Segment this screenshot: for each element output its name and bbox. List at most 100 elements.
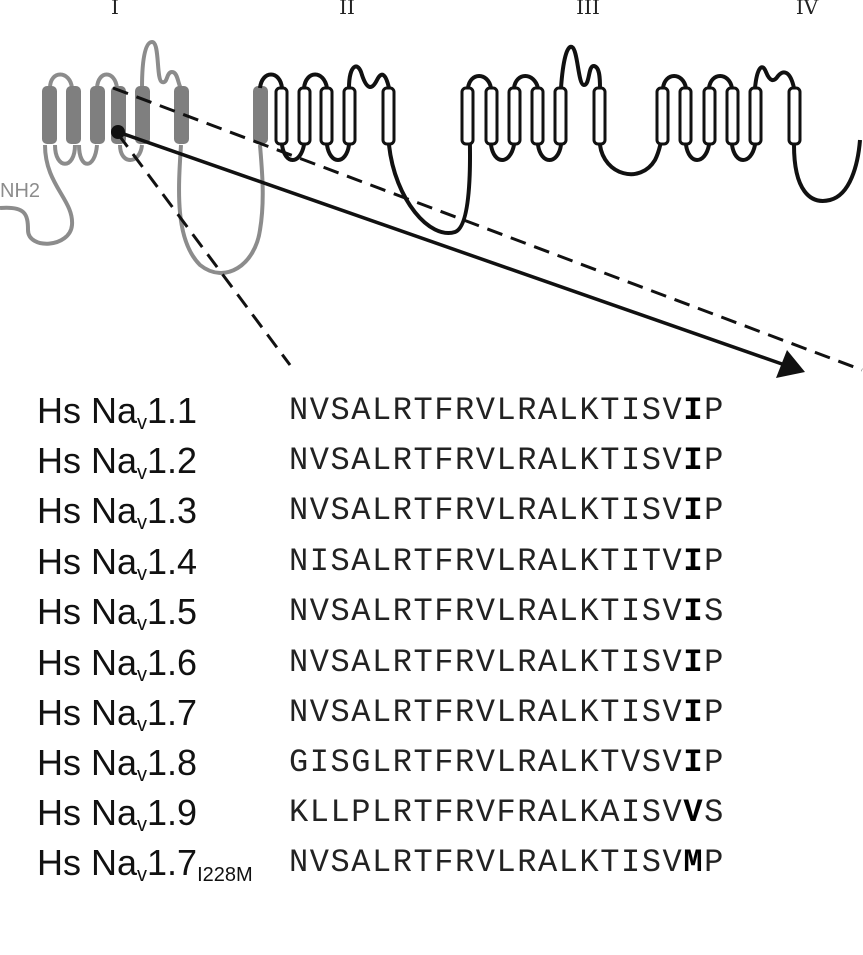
highlighted-residue: I [683, 593, 705, 630]
sequence: NVSALRTFRVLRALKTISVIS [289, 586, 725, 638]
species-label: Hs Nav1.7I228M [37, 837, 253, 901]
highlighted-residue: I [683, 492, 705, 529]
species-subscript: v [137, 563, 148, 585]
alignment-row: Hs Nav1.3 NVSALRTFRVLRALKTISVIP [0, 485, 863, 537]
mutation-site-arrow [111, 125, 805, 378]
species-label: Hs Nav1.1 [37, 385, 197, 449]
species-prefix: Hs Na [37, 390, 138, 431]
sequence-after: P [704, 644, 725, 681]
species-subscript: v [137, 764, 148, 786]
sequence-before: NVSALRTFRVLRALKTISV [289, 492, 684, 529]
species-subscript: v [137, 864, 148, 886]
highlighted-residue: I [683, 442, 705, 479]
domain-label-iii: III [576, 0, 600, 19]
species-prefix: Hs Na [37, 490, 138, 531]
species-prefix: Hs Na [37, 692, 138, 733]
species-prefix: Hs Na [37, 792, 138, 833]
sequence: NVSALRTFRVLRALKTISVIP [289, 637, 725, 689]
species-label: Hs Nav1.6 [37, 637, 197, 701]
sequence-after: P [704, 492, 725, 529]
species-subscript: v [137, 664, 148, 686]
species-label: Hs Nav1.7 [37, 687, 197, 751]
species-suffix: 1.7 [147, 692, 198, 733]
species-subscript: v [137, 613, 148, 635]
sequence-after: P [704, 694, 725, 731]
domain-i-helices [42, 86, 268, 144]
species-suffix: 1.4 [147, 541, 198, 582]
domain-label-i: I [111, 0, 119, 19]
sequence-after: P [704, 844, 725, 881]
sequence-after: P [704, 744, 725, 781]
species-subscript: v [137, 714, 148, 736]
species-prefix: Hs Na [37, 541, 138, 582]
alignment-row: Hs Nav1.5 NVSALRTFRVLRALKTISVIS [0, 586, 863, 638]
species-suffix: 1.9 [147, 792, 198, 833]
channel-topology-diagram: I II III IV NH2 [0, 0, 863, 378]
sequence-before: KLLPLRTFRVFRALKAISV [289, 794, 684, 831]
species-prefix: Hs Na [37, 842, 138, 883]
sequence-before: NVSALRTFRVLRALKTISV [289, 442, 684, 479]
sequence: NVSALRTFRVLRALKTISVIP [289, 687, 725, 739]
n-terminus-label: NH2 [0, 180, 40, 202]
species-label: Hs Nav1.5 [37, 586, 197, 650]
highlighted-residue: I [683, 543, 705, 580]
sequence: NVSALRTFRVLRALKTISVIP [289, 435, 725, 487]
domain-label-iv: IV [796, 0, 819, 19]
domain-label-ii: II [339, 0, 355, 19]
species-suffix: 1.6 [147, 642, 198, 683]
sequence-before: NVSALRTFRVLRALKTISV [289, 392, 684, 429]
species-subscript: v [137, 412, 148, 434]
highlighted-residue: V [683, 794, 705, 831]
highlighted-residue: M [683, 844, 705, 881]
sequence-before: GISGLRTFRVLRALKTVSV [289, 744, 684, 781]
sequence-after: S [704, 593, 725, 630]
sequence-after: P [704, 543, 725, 580]
species-subscript: v [137, 462, 148, 484]
species-label: Hs Nav1.4 [37, 536, 197, 600]
sequence-after: P [704, 392, 725, 429]
sequence: NISALRTFRVLRALKTITVIP [289, 536, 725, 588]
sequence: KLLPLRTFRVFRALKAISVVS [289, 787, 725, 839]
species-suffix: 1.5 [147, 591, 198, 632]
species-suffix: 1.8 [147, 742, 198, 783]
species-label: Hs Nav1.3 [37, 485, 197, 549]
alignment-row: Hs Nav1.7 NVSALRTFRVLRALKTISVIP [0, 687, 863, 739]
mutation-subscript: I228M [197, 864, 253, 886]
species-label: Hs Nav1.8 [37, 737, 197, 801]
highlighted-residue: I [683, 744, 705, 781]
domains-ii-iv [258, 44, 862, 236]
species-suffix: 1.7 [147, 842, 198, 883]
sequence-before: NVSALRTFRVLRALKTISV [289, 844, 684, 881]
sequence-before: NVSALRTFRVLRALKTISV [289, 593, 684, 630]
species-subscript: v [137, 512, 148, 534]
zoom-dashed-lines [112, 86, 863, 372]
alignment-row: Hs Nav1.6 NVSALRTFRVLRALKTISVIP [0, 637, 863, 689]
highlighted-residue: I [683, 644, 705, 681]
sequence-before: NVSALRTFRVLRALKTISV [289, 644, 684, 681]
species-suffix: 1.2 [147, 440, 198, 481]
highlighted-residue: I [683, 694, 705, 731]
species-prefix: Hs Na [37, 440, 138, 481]
alignment-row: Hs Nav1.9 KLLPLRTFRVFRALKAISVVS [0, 787, 863, 839]
species-prefix: Hs Na [37, 591, 138, 632]
sequence: NVSALRTFRVLRALKTISVMP [289, 837, 725, 889]
species-label: Hs Nav1.2 [37, 435, 197, 499]
sequence: GISGLRTFRVLRALKTVSVIP [289, 737, 725, 789]
sequence: NVSALRTFRVLRALKTISVIP [289, 485, 725, 537]
species-label: Hs Nav1.9 [37, 787, 197, 851]
domains-ii-iv-helices [274, 86, 802, 146]
sequence: NVSALRTFRVLRALKTISVIP [289, 385, 725, 437]
species-suffix: 1.3 [147, 490, 198, 531]
sequence-after: P [704, 442, 725, 479]
highlighted-residue: I [683, 392, 705, 429]
species-suffix: 1.1 [147, 390, 198, 431]
sequence-before: NVSALRTFRVLRALKTISV [289, 694, 684, 731]
alignment-row: Hs Nav1.1 NVSALRTFRVLRALKTISVIP [0, 385, 863, 437]
sequence-after: S [704, 794, 725, 831]
alignment-row: Hs Nav1.7I228M NVSALRTFRVLRALKTISVMP [0, 837, 863, 889]
species-prefix: Hs Na [37, 642, 138, 683]
species-subscript: v [137, 814, 148, 836]
alignment-row: Hs Nav1.2 NVSALRTFRVLRALKTISVIP [0, 435, 863, 487]
